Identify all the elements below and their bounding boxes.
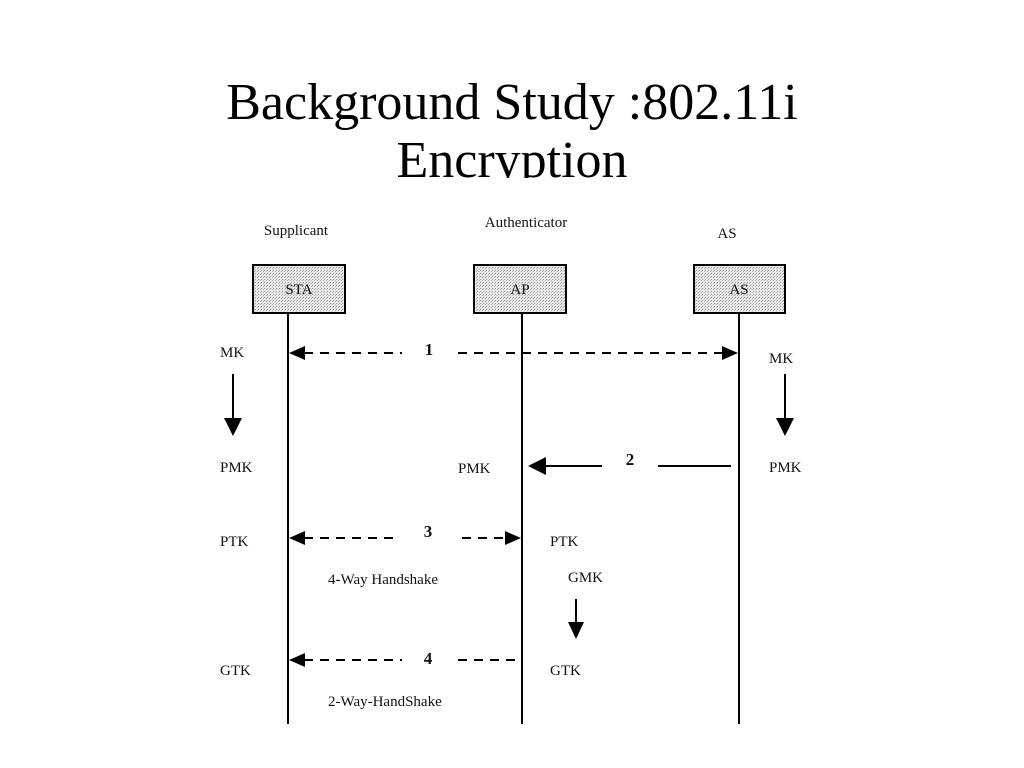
derive-arrow-ap [568,599,584,639]
step-1-number: 1 [425,340,434,359]
step-2-arrow [528,457,731,475]
key-pmk-as: PMK [769,460,802,476]
entity-as-label: AS [729,282,748,298]
key-ptk-sta: PTK [220,534,249,550]
derive-arrow-sta [224,374,242,436]
step-4-number: 4 [424,649,433,668]
title-line-2: Encryption [396,132,628,178]
step-3-number: 3 [424,522,433,541]
step-2-number: 2 [626,450,635,469]
key-gtk-sta: GTK [220,663,251,679]
key-pmk-sta: PMK [220,460,253,476]
slide-title: Background Study :802.11i Encryption [0,74,1024,178]
key-mk-sta: MK [220,345,244,361]
entity-sta-label: STA [285,282,312,298]
entity-sta-box [252,264,346,314]
entity-ap: AP [473,264,567,314]
entity-ap-label: AP [510,282,529,298]
derive-arrow-as [776,374,794,436]
caption-two-way-handshake: 2-Way-HandShake [328,694,442,710]
key-mk-as: MK [769,351,793,367]
key-ptk-ap: PTK [550,534,579,550]
entity-as-box [693,264,786,314]
step-1-arrow [289,346,738,360]
role-as: AS [717,226,736,242]
entity-ap-box [473,264,567,314]
entity-as: AS [693,264,786,314]
key-pmk-ap: PMK [458,461,491,477]
caption-four-way-handshake: 4-Way Handshake [328,572,438,588]
title-line-1: Background Study :802.11i [226,74,798,131]
entity-sta: STA [252,264,346,314]
role-authenticator: Authenticator [485,215,567,231]
key-gtk-ap: GTK [550,663,581,679]
role-supplicant: Supplicant [264,223,329,239]
step-3-arrow [289,531,521,545]
key-gmk-ap: GMK [568,570,603,586]
step-4-arrow [289,653,521,667]
